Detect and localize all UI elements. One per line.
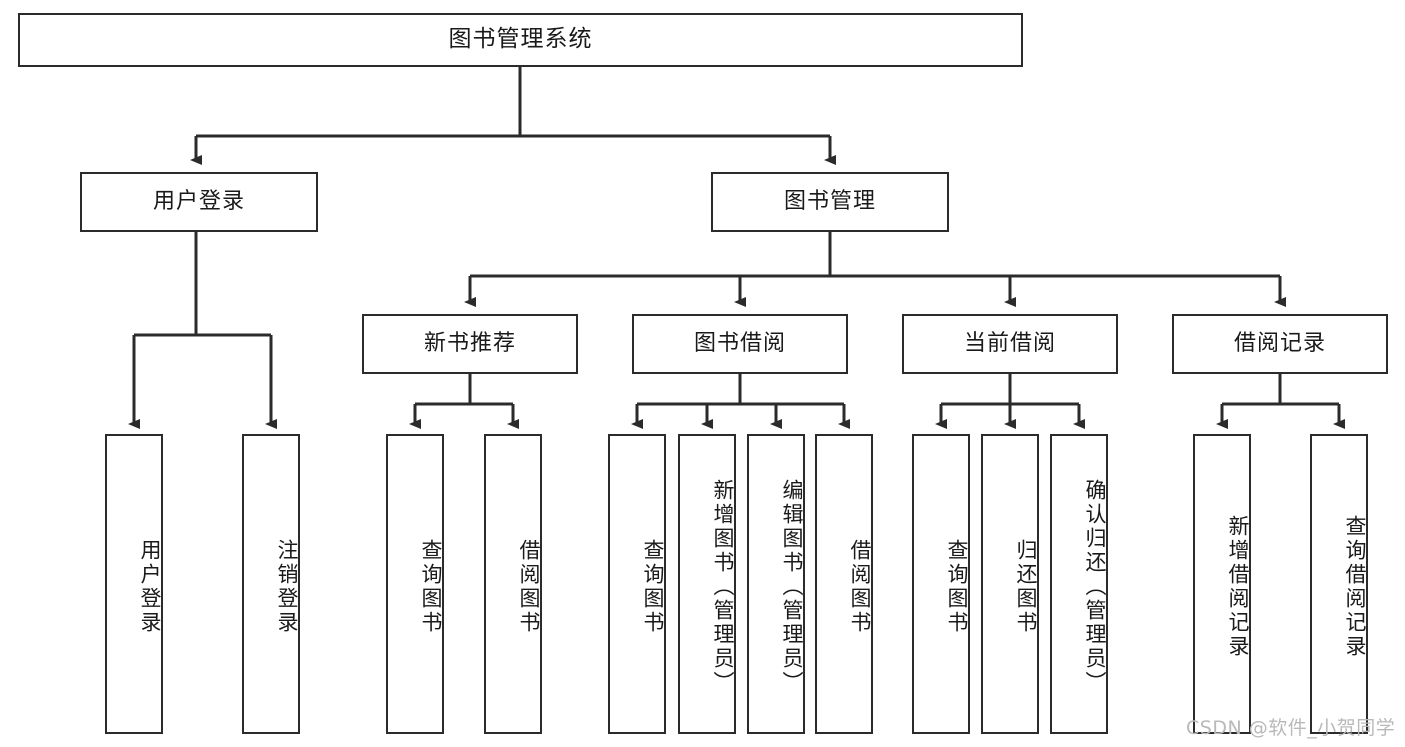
node-book-borrow[interactable]: 图书借阅: [632, 314, 848, 374]
leaf-user-login-login[interactable]: 用户登录: [105, 434, 163, 734]
node-root-system[interactable]: 图书管理系统: [18, 13, 1023, 67]
leaf-recommend-query-book[interactable]: 查询图书: [386, 434, 444, 734]
leaf-recommend-borrow-book[interactable]: 借阅图书: [484, 434, 542, 734]
node-borrow-record[interactable]: 借阅记录: [1172, 314, 1388, 374]
leaf-record-query-record[interactable]: 查询借阅记录: [1310, 434, 1368, 734]
leaf-borrow-query-book[interactable]: 查询图书: [608, 434, 666, 734]
leaf-current-confirm-return-admin[interactable]: 确认归还（管理员）: [1050, 434, 1108, 734]
leaf-current-query-book[interactable]: 查询图书: [912, 434, 970, 734]
leaf-record-add-record[interactable]: 新增借阅记录: [1193, 434, 1251, 734]
leaf-current-return-book[interactable]: 归还图书: [981, 434, 1039, 734]
node-new-book-recommend[interactable]: 新书推荐: [362, 314, 578, 374]
node-book-management[interactable]: 图书管理: [711, 172, 949, 232]
node-current-borrow[interactable]: 当前借阅: [902, 314, 1118, 374]
watermark-credit: CSDN @软件_小贺同学: [1186, 717, 1396, 739]
leaf-borrow-borrow-book[interactable]: 借阅图书: [815, 434, 873, 734]
node-user-login[interactable]: 用户登录: [80, 172, 318, 232]
leaf-borrow-edit-book-admin[interactable]: 编辑图书（管理员）: [747, 434, 805, 734]
leaf-user-login-logout[interactable]: 注销登录: [242, 434, 300, 734]
leaf-borrow-add-book-admin[interactable]: 新增图书（管理员）: [678, 434, 736, 734]
